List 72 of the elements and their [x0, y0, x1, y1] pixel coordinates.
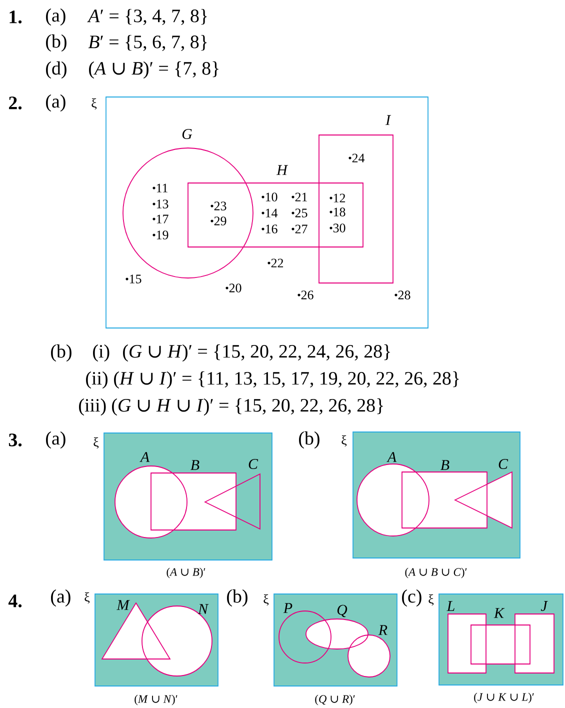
set-element: 25: [292, 208, 308, 218]
set-label: C: [248, 459, 258, 470]
answer-text: (a): [46, 431, 66, 449]
set-element: 14: [262, 208, 278, 218]
set-element: 16: [262, 224, 278, 234]
answer-text: (iii): [79, 398, 106, 416]
set-expression: (M ∪ N)′: [134, 694, 178, 706]
answer-text: (G ∪ H ∪ I)′ = {15, 20, 22, 26, 28}: [112, 398, 383, 416]
set-element: 10: [262, 192, 278, 202]
universal-set-symbol: ξ: [428, 594, 434, 606]
question-number: 2.: [9, 96, 22, 110]
set-label: K: [494, 608, 505, 618]
set-expression: (A ∪ B ∪ C)′: [405, 568, 467, 578]
answer-text: (a): [51, 589, 70, 607]
set-element: 18: [330, 208, 346, 216]
set-label: R: [378, 625, 388, 635]
universal-set-symbol: ξ: [342, 435, 347, 447]
set-label: J: [540, 601, 548, 611]
answer-text: (c): [402, 589, 422, 607]
set-expression: (Q ∪ R)′: [315, 694, 355, 706]
set-expression: (A ∪ B)′: [166, 568, 206, 578]
set-element: 28: [394, 290, 410, 300]
set-element: 27: [292, 224, 308, 234]
set-element: 20: [226, 284, 242, 292]
answer-text: (a): [46, 8, 66, 26]
set-element: 26: [298, 290, 314, 300]
set-element: 19: [152, 230, 168, 240]
set-label: L: [446, 601, 454, 611]
answer-text: (ii): [86, 371, 108, 389]
answer-text: (d): [46, 61, 66, 79]
set-label: A: [140, 452, 150, 462]
set-label: G: [182, 129, 192, 139]
answer-text: (b): [51, 344, 72, 362]
answer-text: B′ = {5, 6, 7, 8}: [88, 35, 207, 52]
set-label: I: [385, 115, 392, 125]
set-label: B: [190, 460, 200, 470]
set-element: 29: [210, 216, 226, 226]
set-label: M: [116, 600, 130, 610]
set-element: 23: [210, 202, 226, 210]
set-element: 11: [152, 184, 168, 192]
set-element: 22: [268, 258, 284, 268]
set-element: 12: [330, 194, 346, 202]
question-number: 4.: [8, 594, 22, 608]
set-label: B: [440, 460, 450, 470]
answer-text: (b): [46, 34, 66, 52]
answer-text: (G ∪ H)′ = {15, 20, 22, 24, 26, 28}: [123, 344, 390, 362]
universal-set-symbol: ξ: [94, 437, 99, 449]
universal-set-symbol: ξ: [84, 592, 90, 604]
answer-text: (a): [46, 94, 66, 112]
set-expression: (J ∪ K ∪ L)′: [474, 692, 534, 704]
set-element: 15: [126, 274, 142, 284]
answer-text: (H ∪ I)′ = {11, 13, 15, 17, 19, 20, 22, 26, 28}: [114, 371, 459, 389]
set-element: 13: [152, 200, 168, 208]
set-element: 17: [152, 214, 168, 224]
question-number: 3.: [8, 434, 22, 446]
answer-text: (A ∪ B)′ = {7, 8}: [89, 61, 218, 79]
question-number: 1.: [10, 10, 22, 24]
set-label: H: [276, 165, 288, 175]
answer-text: A′ = {3, 4, 7, 8}: [87, 9, 207, 26]
universal-set-symbol: ξ: [92, 98, 97, 110]
set-element: 24: [348, 154, 365, 162]
answer-text: (i): [93, 344, 110, 362]
universal-set-symbol: ξ: [264, 594, 269, 606]
set-element: 30: [330, 224, 346, 232]
set-label: A: [386, 452, 397, 462]
set-label: C: [498, 459, 508, 470]
set-label: Q: [337, 604, 348, 618]
answer-text: (b): [227, 589, 248, 607]
answer-text: (b): [299, 431, 320, 449]
set-label: N: [198, 604, 209, 614]
set-element: 21: [292, 192, 307, 202]
set-label: P: [283, 603, 292, 613]
